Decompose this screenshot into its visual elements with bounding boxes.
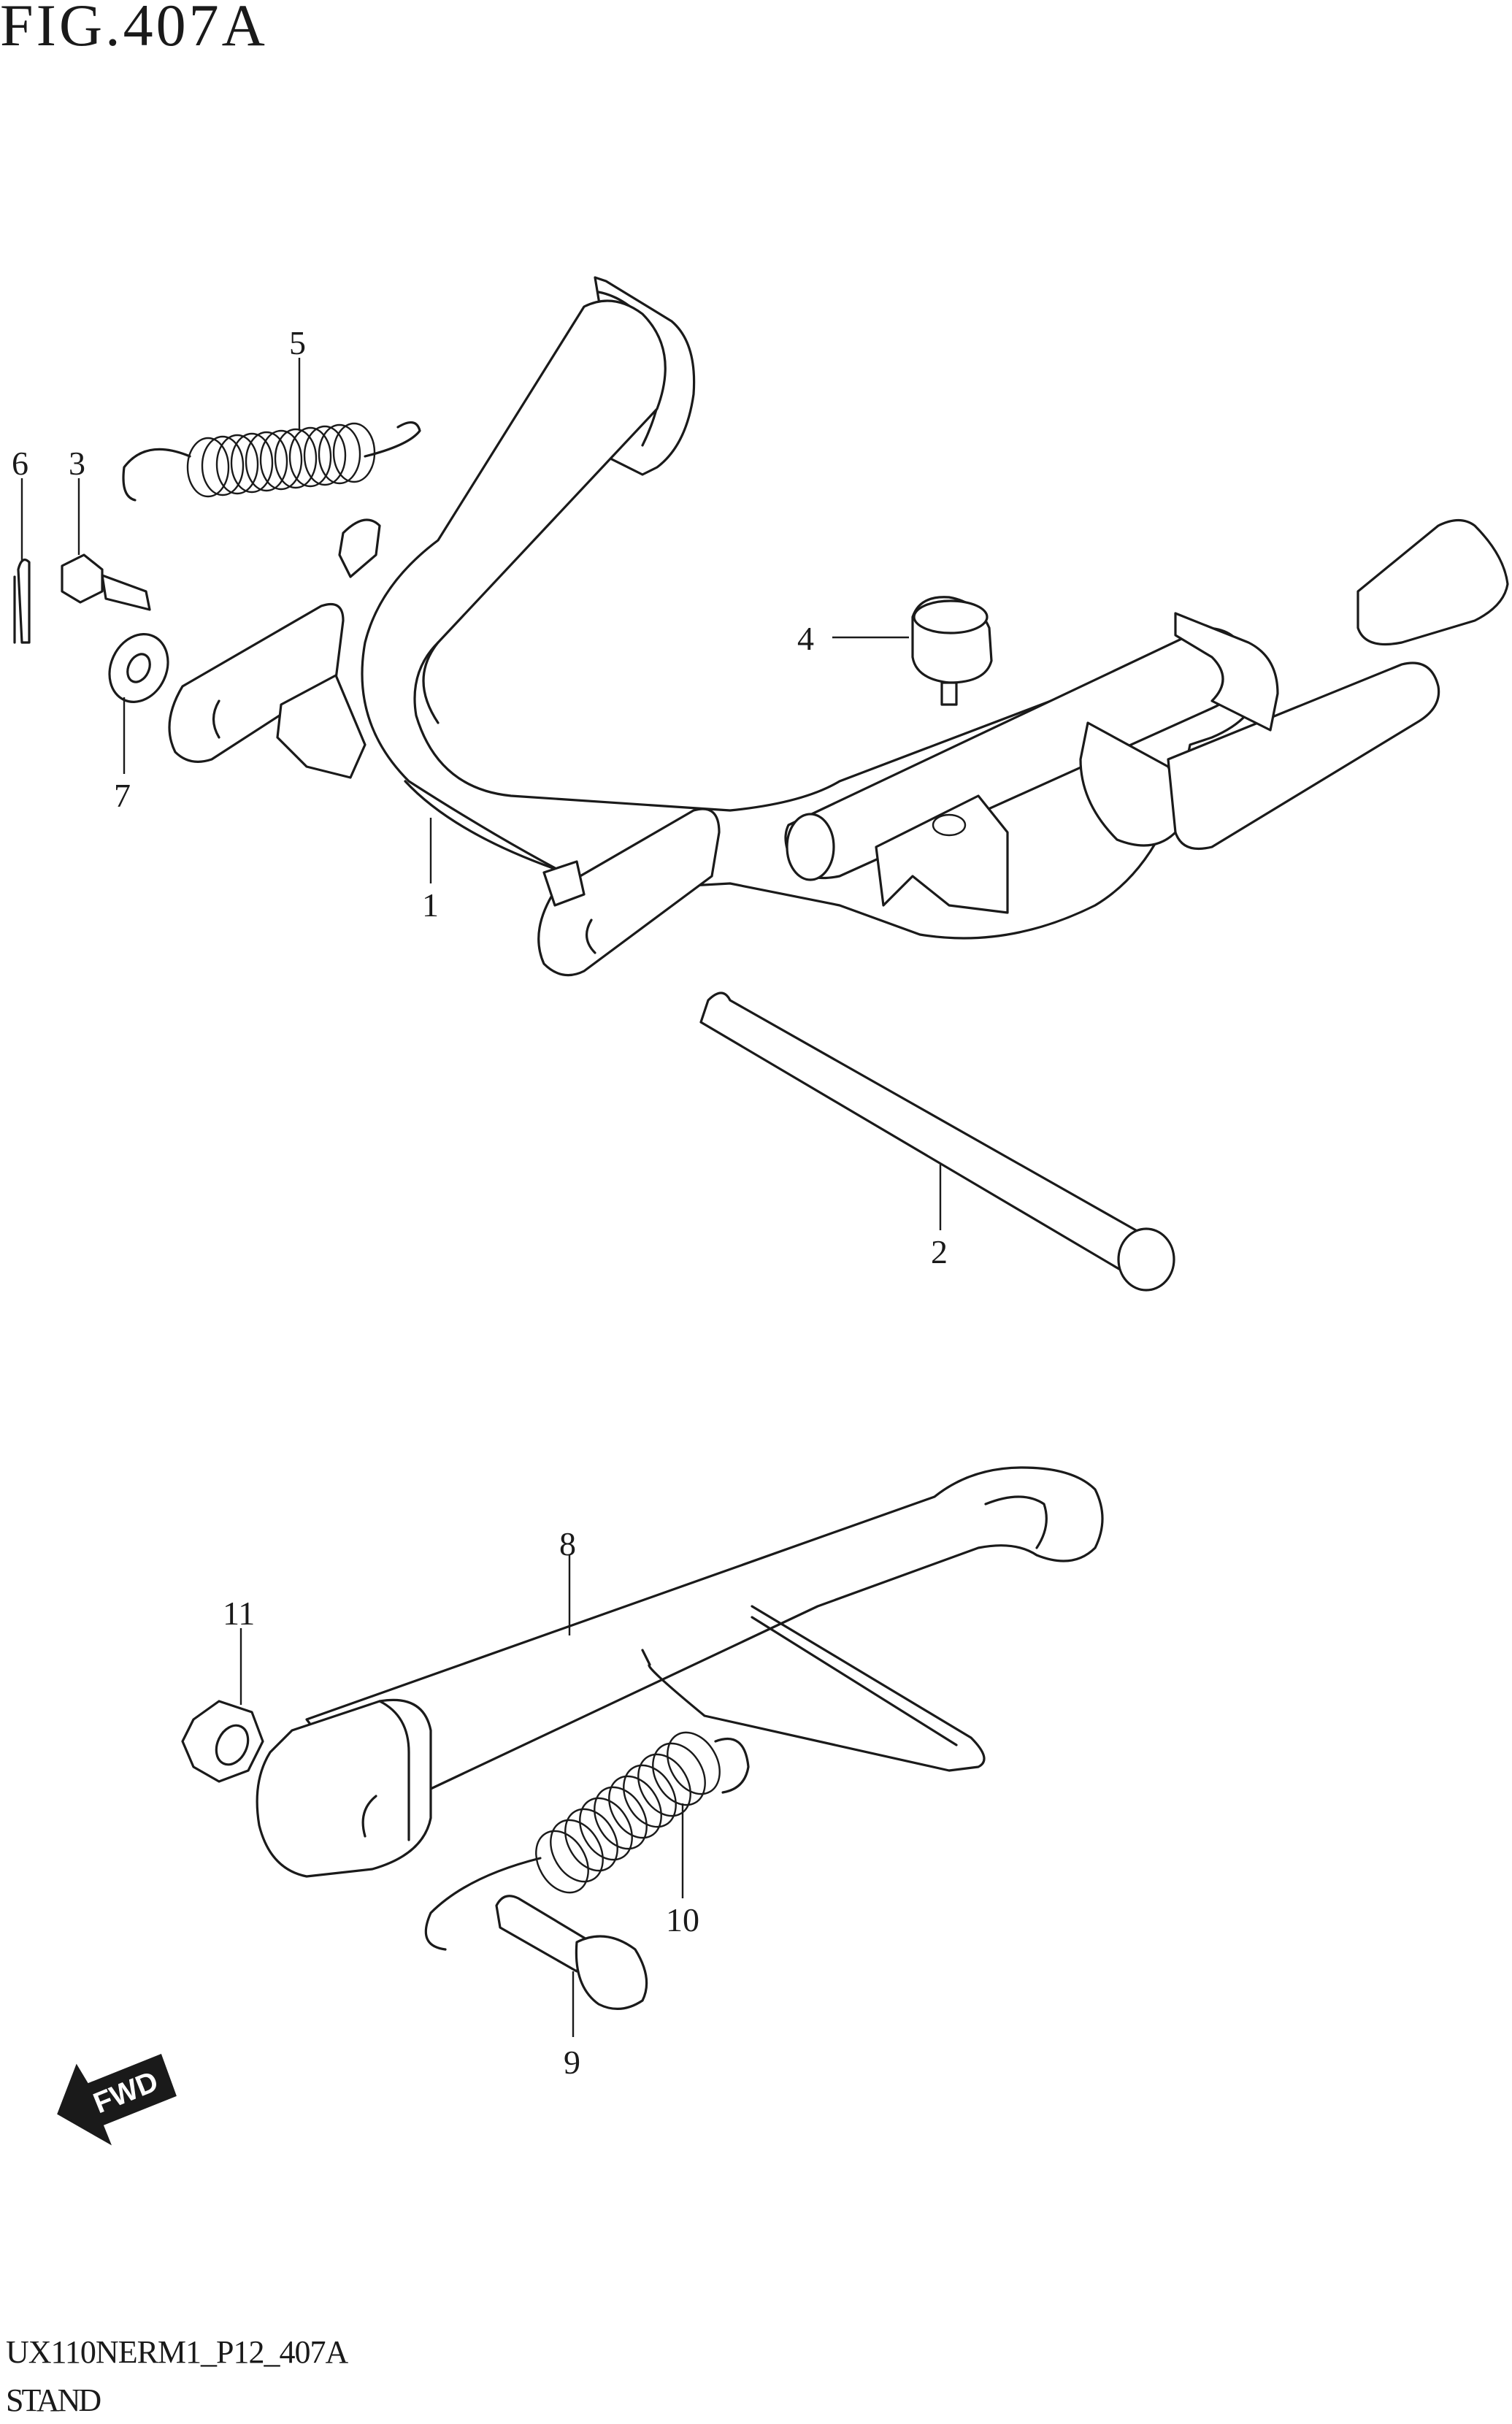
forward-arrow-icon: FWD	[57, 2054, 177, 2146]
pivot-bolt-part-9[interactable]: 9	[495, 1895, 648, 2081]
center-stand-part[interactable]: 1	[168, 276, 1509, 977]
nut-part-11[interactable]: 11	[181, 1595, 264, 1783]
callout-7: 7	[114, 777, 131, 814]
callout-3: 3	[69, 445, 85, 482]
side-stand-spring-part-10[interactable]: 10	[424, 1723, 750, 1951]
callout-6: 6	[12, 445, 28, 482]
callout-5: 5	[289, 324, 306, 361]
callout-9: 9	[564, 2044, 580, 2081]
callout-8: 8	[559, 1525, 576, 1562]
cotter-pin-part[interactable]: 6	[12, 445, 31, 644]
rubber-stopper-part[interactable]: 4	[797, 596, 993, 706]
diagram-name: STAND	[6, 2382, 101, 2418]
stand-shaft-part[interactable]: 2	[699, 992, 1175, 1292]
callout-11: 11	[223, 1595, 255, 1632]
return-spring-part-5[interactable]: 5	[122, 324, 421, 502]
bolt-part-3[interactable]: 3	[61, 445, 151, 611]
figure-title: FIG.407A	[0, 0, 268, 58]
side-stand-part[interactable]: 8	[256, 1466, 1104, 1878]
callout-10: 10	[666, 1901, 699, 1938]
callout-2: 2	[931, 1233, 948, 1270]
diagram-code: UX110NERM1_P12_407A	[6, 2334, 348, 2370]
callout-4: 4	[797, 620, 814, 657]
callout-1: 1	[422, 886, 439, 924]
washer-part-7[interactable]: 7	[99, 624, 178, 814]
